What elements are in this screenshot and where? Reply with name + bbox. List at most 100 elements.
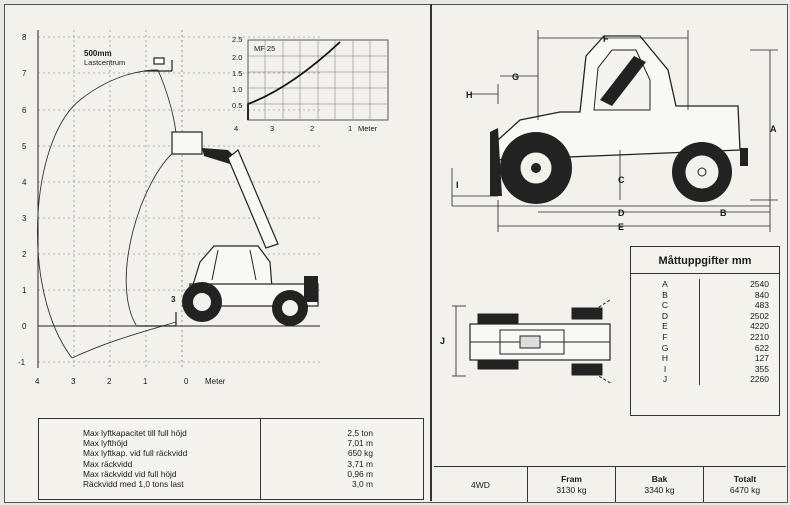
table-row: H 127: [631, 353, 779, 364]
fork-bottom: [136, 312, 177, 327]
total-value: 6470 kg: [729, 485, 761, 495]
spec-label: Max räckvidd: [83, 458, 133, 469]
reach-chart: 8 7 6 5 4 3 2 1 0 -1 4 3 2 1 0 Meter 500…: [18, 30, 320, 386]
pivot-label: 3: [171, 295, 176, 304]
load-y-tick-0.5: 0.5: [232, 101, 242, 110]
dim-value: 127: [754, 353, 769, 364]
dim-letter-g: G: [512, 72, 519, 82]
dim-key: D: [631, 310, 700, 322]
reach-y-tick-8: 8: [22, 33, 27, 42]
reach-y-tick-3: 3: [22, 214, 27, 223]
load-model-label: MF 25: [254, 44, 275, 53]
spec-labels: Max lyftkapacitet till full höjd Max lyf…: [39, 419, 261, 499]
spec-value: 3,0 m: [352, 479, 373, 490]
dim-letter-j: J: [440, 336, 445, 346]
spec-label: Max lyftkapacitet till full höjd: [83, 428, 187, 438]
dim-value: 2210: [750, 331, 769, 342]
load-x-tick-1: 1: [348, 124, 352, 133]
table-row: A 2540: [631, 279, 779, 290]
load-center-label: 500mm: [84, 49, 112, 58]
spec-value: 0,96 m: [347, 468, 373, 479]
reach-y-tick-6: 6: [22, 106, 27, 115]
telehandler-top-view: [469, 299, 613, 385]
spec-label: Max lyfthöjd: [83, 438, 128, 449]
reach-y-tick-4: 4: [22, 178, 27, 187]
dim-letter-f: F: [603, 34, 609, 44]
capacity-spec-table: Max lyftkapacitet till full höjd Max lyf…: [38, 418, 424, 500]
drive-label: 4WD: [471, 480, 490, 490]
dim-key: G: [631, 342, 700, 354]
reach-outer-envelope: [37, 69, 159, 359]
spec-value: 650 kg: [347, 448, 373, 459]
table-row: G 622: [631, 342, 779, 354]
panel-divider: [430, 4, 432, 501]
dim-value: 4220: [750, 321, 769, 332]
spec-label: Räckvidd med 1,0 tons last: [83, 479, 184, 490]
reach-x-unit: Meter: [205, 377, 226, 386]
dim-letter-c: C: [618, 175, 625, 185]
dim-key: H: [631, 353, 700, 364]
dim-value: 355: [754, 363, 769, 374]
load-y-tick-2.5: 2.5: [232, 35, 242, 44]
top-dimension: [452, 305, 466, 377]
dim-key: E: [631, 321, 700, 332]
table-row: J 2260: [631, 374, 779, 385]
telehandler-side-small: [171, 131, 319, 326]
front-label: Fram: [561, 474, 582, 484]
dim-letter-a: A: [770, 124, 777, 134]
reach-bottom-arc: [71, 321, 177, 359]
weight-rear-cell: Bak 3340 kg: [616, 467, 704, 502]
dim-value: 2260: [750, 374, 769, 385]
reach-y-tick-7: 7: [22, 69, 27, 78]
dim-value: 622: [754, 342, 769, 353]
spec-value: 7,01 m: [347, 438, 373, 449]
fork-top: [144, 57, 173, 72]
spec-value: 2,5 ton: [347, 428, 373, 438]
weight-drive-cell: 4WD: [434, 467, 528, 502]
spec-values: 2,5 ton 7,01 m 650 kg 3,71 m 0,96 m 3,0 …: [261, 419, 423, 499]
total-label: Totalt: [733, 474, 757, 484]
weight-front-cell: Fram 3130 kg: [528, 467, 616, 502]
dim-letter-b: B: [720, 208, 727, 218]
table-row: D 2502: [631, 310, 779, 322]
dimensions-title: Måttuppgifter mm: [631, 247, 779, 274]
dim-value: 840: [754, 289, 769, 300]
dim-key: C: [631, 300, 700, 311]
reach-x-tick-0: 0: [184, 377, 189, 386]
rear-label: Bak: [651, 474, 668, 484]
dim-value: 2540: [750, 279, 769, 289]
dim-key: J: [631, 374, 700, 385]
reach-inner-envelope: [125, 149, 177, 326]
dim-letter-i: I: [456, 180, 459, 190]
reach-x-tick-4: 4: [35, 377, 40, 386]
load-y-tick-2.0: 2.0: [232, 53, 242, 62]
dim-value: 2502: [750, 310, 769, 321]
spec-label: Max lyftkap. vid full räckvidd: [83, 448, 188, 459]
load-x-tick-3: 3: [270, 124, 274, 133]
reach-y-tick-minus1: -1: [18, 358, 26, 367]
dim-letter-e: E: [618, 222, 624, 232]
load-curve: [247, 41, 341, 120]
load-center-label-2: Lastcentrum: [84, 58, 125, 67]
load-chart: MF 25 2.5 2.0 1.5 1.0 0.5 4 3 2 1 Meter: [232, 35, 389, 133]
reach-x-tick-1: 1: [143, 377, 148, 386]
reach-y-tick-2: 2: [22, 250, 27, 259]
load-y-tick-1.5: 1.5: [232, 69, 242, 78]
reach-y-tick-0: 0: [22, 322, 27, 331]
table-row: B 840: [631, 289, 779, 301]
table-row: E 4220: [631, 321, 779, 332]
dim-key: A: [631, 279, 700, 290]
load-x-unit: Meter: [358, 124, 378, 133]
load-y-tick-1.0: 1.0: [232, 85, 242, 94]
spec-value: 3,71 m: [347, 458, 373, 469]
load-grid: [248, 40, 388, 120]
rear-value: 3340 kg: [644, 485, 675, 495]
dim-key: B: [631, 289, 700, 301]
front-value: 3130 kg: [556, 485, 587, 495]
reach-x-tick-3: 3: [71, 377, 76, 386]
load-x-tick-4: 4: [234, 124, 238, 133]
